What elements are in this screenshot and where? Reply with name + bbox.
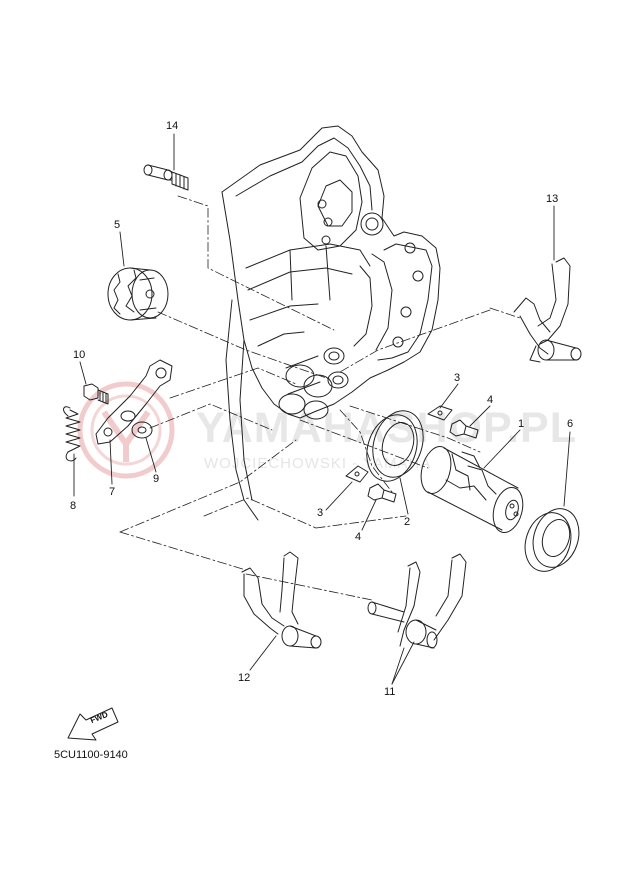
part-12-shift-fork [241,551,322,649]
part-5-shift-drum-segment [107,267,169,321]
part-4-screw-upper [449,419,479,439]
callout-3-upper[interactable]: 3 [454,372,461,384]
part-3-plate-upper [427,405,453,421]
part-10-bolt [83,383,109,405]
callout-6[interactable]: 6 [567,418,574,430]
part-1-shift-drum [420,446,524,534]
callout-14[interactable]: 14 [166,120,179,132]
fwd-arrow-icon [67,707,119,741]
assembly-axis-lines [119,195,521,601]
callout-5[interactable]: 5 [114,219,121,231]
callout-1[interactable]: 1 [518,418,525,430]
callout-3-lower[interactable]: 3 [317,507,324,519]
part-6-bearing [524,508,580,572]
part-13-shift-fork [513,257,582,363]
callout-12[interactable]: 12 [238,672,251,684]
watermark-text: YAMAHASHOP.PL [196,404,577,452]
callout-10[interactable]: 10 [73,349,86,361]
callout-8[interactable]: 8 [70,500,77,512]
part-7-stopper-lever [95,359,173,445]
part-14-shift-shaft-pin [143,164,189,191]
part-11-shift-fork [367,553,467,649]
callout-13[interactable]: 13 [546,193,559,205]
callout-7[interactable]: 7 [109,486,116,498]
part-4-screw-lower [367,483,397,503]
part-9-washer [131,421,153,439]
crankcase-housing [221,125,441,521]
callout-2[interactable]: 2 [404,516,411,528]
callout-leader-lines [73,133,571,685]
part-8-spring [63,406,81,462]
part-3-plate-lower [345,465,369,483]
callout-4-upper[interactable]: 4 [487,394,494,406]
callout-11[interactable]: 11 [384,686,396,698]
catalog-code: 5CU1100-9140 [54,749,128,761]
callout-9[interactable]: 9 [153,473,160,485]
callout-4-lower[interactable]: 4 [355,531,362,543]
part-2-bearing [366,410,424,482]
